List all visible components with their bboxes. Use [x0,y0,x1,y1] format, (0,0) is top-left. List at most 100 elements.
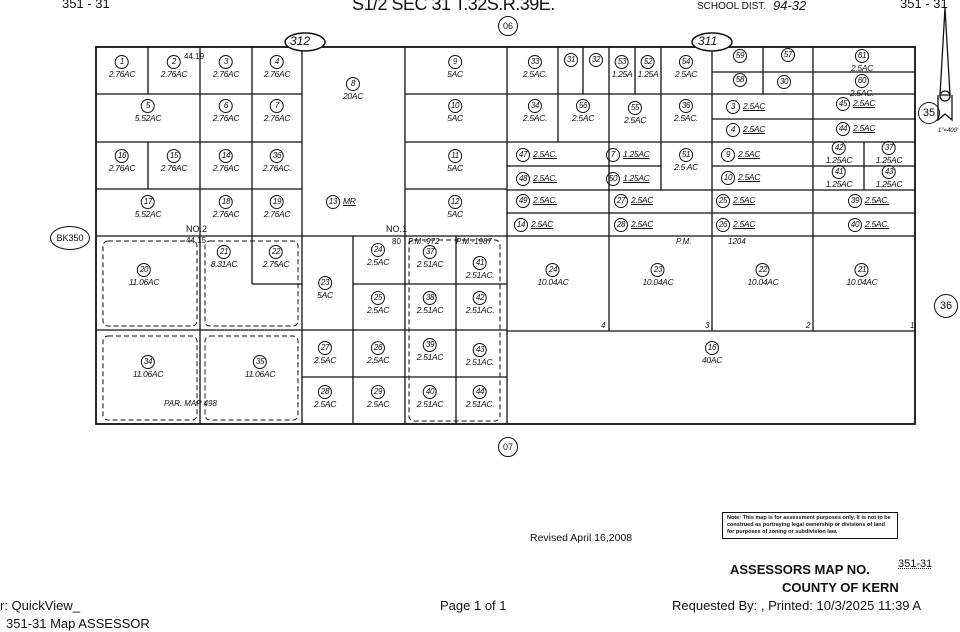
parcel-number: 16 [115,149,129,163]
parcel-58[interactable]: 58 [733,73,747,87]
book-ref-north: 06 [498,16,518,36]
parcel-32[interactable]: 32 [589,53,603,67]
parcel-acreage: 2.5AC [531,219,554,229]
book-ref-east-upper: 35 [918,102,940,124]
parcel-acreage: 1.25AC [623,149,650,159]
parcel-number: 10 [447,99,462,113]
parcel-59[interactable]: 59 [733,49,747,63]
parcel-57[interactable]: 57 [781,48,795,62]
dimension-label: 44.19 [184,52,205,61]
parcel-acreage: 2.76AC [212,113,240,123]
scale-label: 1"=400' [938,128,959,134]
parcel-number: 44 [836,122,850,136]
parcel-number: 28 [614,218,628,232]
parcel-acreage: 2.76AC [263,209,291,219]
parcel-number: 59 [733,49,747,63]
parcel-number: 12 [447,195,462,209]
parcel-31[interactable]: 31 [564,53,578,67]
pm-number: 1204 [728,237,746,246]
parcel-number: 2 [167,55,181,69]
parcel-30[interactable]: 30 [777,75,791,89]
